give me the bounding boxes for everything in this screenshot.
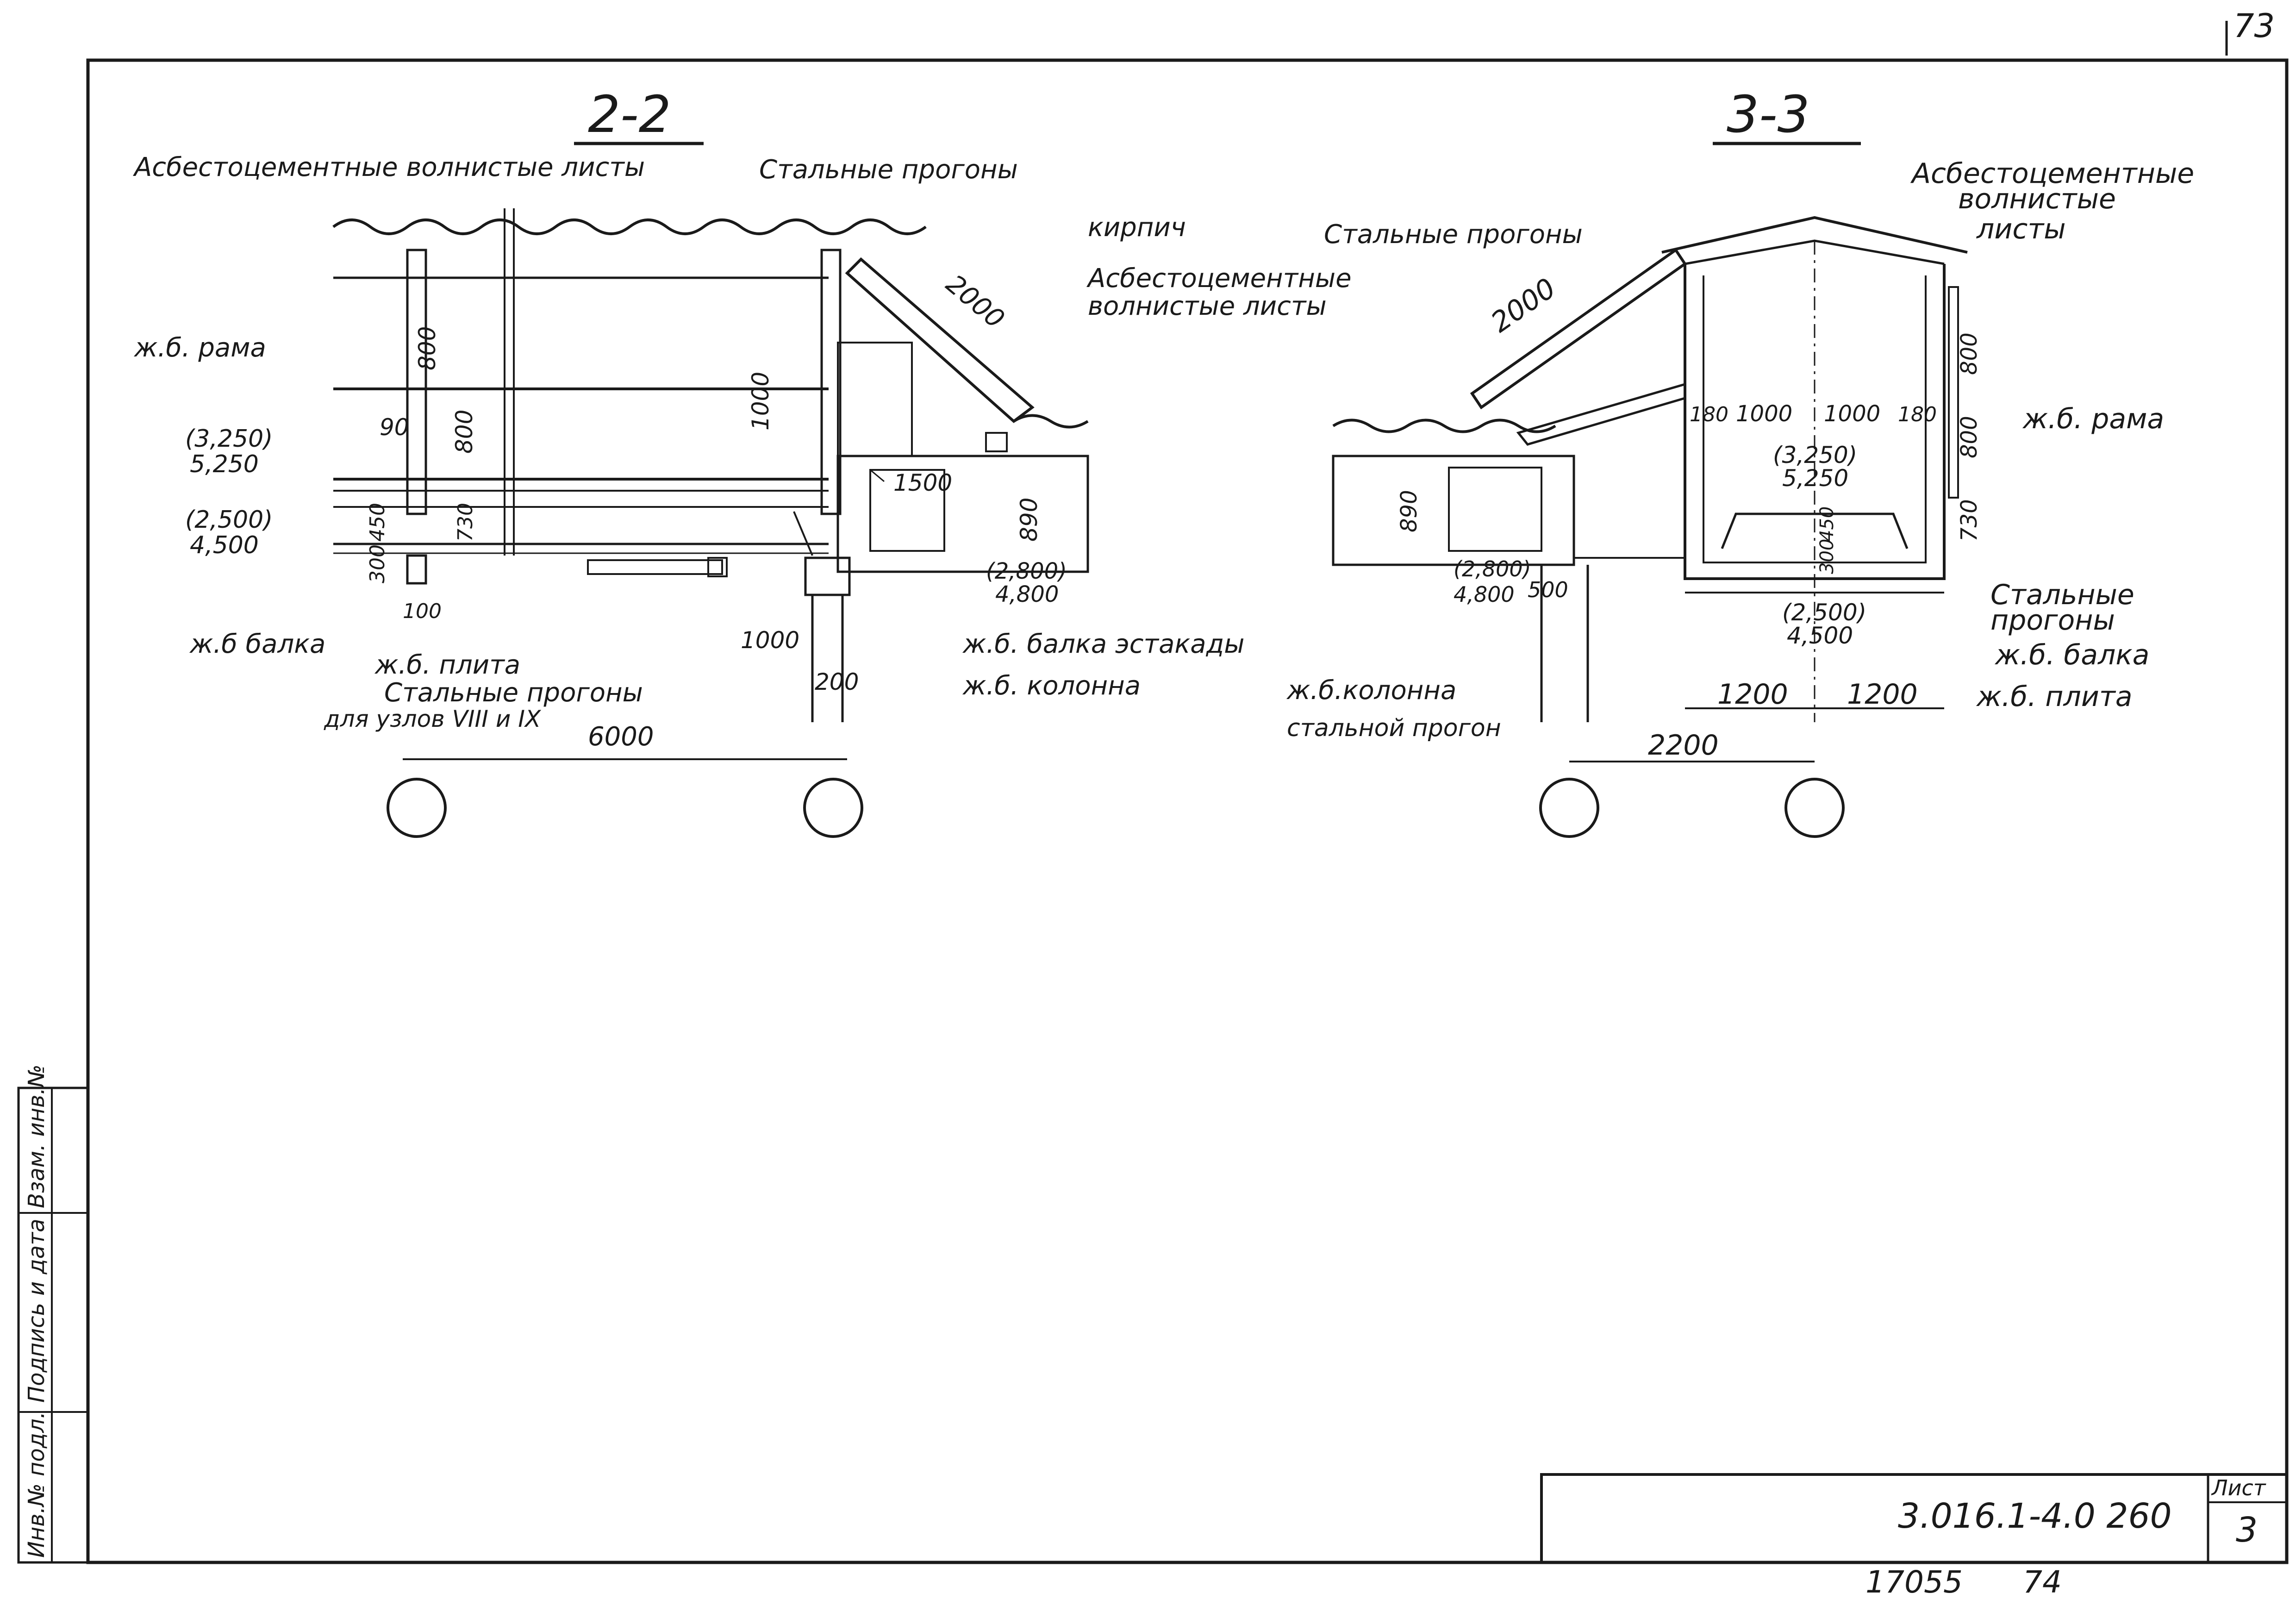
s22-rc-beam-overpass: ж.б. балка эстакады xyxy=(962,629,1245,659)
s33-steel-purlins-r2: прогоны xyxy=(1990,604,2115,637)
s33-dim-730: 730 xyxy=(1956,499,1982,542)
s22-dim-1000b: 1000 xyxy=(741,627,799,654)
sheet-frame xyxy=(86,58,2289,1564)
s22-rc-frame: ж.б. рама xyxy=(133,333,266,363)
doc-code: 3.016.1-4.0 260 xyxy=(1898,1496,2172,1536)
s33-dim-890: 890 xyxy=(1396,490,1422,532)
s33-asbestos-2: волнистые xyxy=(1958,183,2116,215)
s33-dim-800b: 800 xyxy=(1956,416,1982,458)
footer-number: 74 xyxy=(2023,1564,2062,1600)
s33-asbestos-sheets-2: волнистые листы xyxy=(1088,314,1092,315)
section-3-3-title: 3-3 xyxy=(1727,85,1810,144)
s22-dim-890: 890 xyxy=(1016,498,1042,542)
s33-dim-180b: 180 xyxy=(1898,403,1937,426)
top-page-number: 73 xyxy=(2234,7,2275,45)
s22-steel-purlins-nodes-1: Стальные прогоны xyxy=(384,678,643,708)
s33-dim-180a: 180 xyxy=(1690,403,1728,426)
title-block: Лист 3.016.1-4.0 260 3 xyxy=(1540,1473,2288,1564)
s22-rc-beam: ж.б балка xyxy=(189,629,325,659)
s33-dim-2200: 2200 xyxy=(1648,729,1719,762)
s22-asbestos-2-line1: Асбестоцементные xyxy=(1086,263,1352,294)
s22-dim-800a: 800 xyxy=(414,326,441,370)
s33-rc-frame: ж.б. рама xyxy=(2022,403,2164,435)
s33-dim-800a: 800 xyxy=(1956,332,1982,375)
s33-elev-2b: 4,800 xyxy=(1454,582,1515,607)
s22-elev-3a: (2,800) xyxy=(986,558,1067,584)
s33-asbestos-3: листы xyxy=(1976,213,2066,245)
s33-dim-1200a: 1200 xyxy=(1717,678,1788,711)
s22-dim-300: 300 xyxy=(366,544,389,583)
s22-dim-800b: 800 xyxy=(451,410,478,454)
s22-dim-6000: 6000 xyxy=(588,722,654,752)
s33-dim-1000b: 1000 xyxy=(1824,401,1880,427)
s33-dim-450: 450 xyxy=(1816,506,1838,542)
s22-dim-2000: 2000 xyxy=(940,269,1010,334)
stamp-replace-inv: Взам. инв.№ xyxy=(24,1064,50,1208)
s33-elev-1b: 5,250 xyxy=(1782,465,1848,492)
s33-steel-purlins-r1: Стальные xyxy=(1990,579,2134,611)
s22-dim-730: 730 xyxy=(454,503,477,542)
s22-dim-200: 200 xyxy=(815,668,859,695)
s22-brick: кирпич xyxy=(1088,212,1186,243)
s22-rc-column: ж.б. колонна xyxy=(962,671,1141,701)
sheet-number: 3 xyxy=(2236,1510,2258,1550)
s22-dim-100: 100 xyxy=(403,600,442,623)
s22-asbestos-sheets: Асбестоцементные волнистые листы xyxy=(133,152,645,182)
s22-asbestos-2-line2: волнистые листы xyxy=(1088,291,1327,321)
s22-rc-slab: ж.б. плита xyxy=(374,650,520,680)
s33-asbestos-1: Асбестоцементные xyxy=(1910,157,2194,190)
s22-elev-1b: 5,250 xyxy=(190,450,259,478)
s22-elev-1a: (3,250) xyxy=(185,425,273,453)
section-3-3: 3-3 Асбестоцементные волнистые xyxy=(1087,85,2194,838)
s33-rc-slab: ж.б. плита xyxy=(1976,681,2133,713)
s22-dim-1500: 1500 xyxy=(893,469,952,496)
s33-dim-300: 300 xyxy=(1816,539,1838,574)
s22-elev-2a: (2,500) xyxy=(185,506,273,534)
s33-dim-1000a: 1000 xyxy=(1736,401,1792,427)
side-stamp: Взам. инв.№ Подпись и дата Инв.№ подл. xyxy=(17,1064,89,1564)
s33-dim-2000: 2000 xyxy=(1485,272,1561,339)
s33-dim-500: 500 xyxy=(1528,577,1568,602)
s33-elev-3b: 4,500 xyxy=(1787,622,1853,649)
s22-dim-1000: 1000 xyxy=(747,372,774,431)
footer-code: 17055 xyxy=(1866,1564,1963,1600)
stamp-sign-date: Подпись и дата xyxy=(24,1218,50,1403)
section-2-2: 2-2 xyxy=(133,85,1352,838)
s22-elev-2b: 4,500 xyxy=(190,531,259,559)
s33-asbestos-sheets-1: Асбестоцементные xyxy=(1087,286,1093,287)
stamp-inv-no: Инв.№ подл. xyxy=(24,1412,50,1558)
s22-steel-purlins: Стальные прогоны xyxy=(759,155,1018,185)
s22-dim-90: 90 xyxy=(380,414,409,441)
s33-elev-1a: (3,250) xyxy=(1773,442,1857,468)
s22-steel-purlins-nodes-2: для узлов VIII и IX xyxy=(324,706,542,732)
s33-rc-beam: ж.б. балка xyxy=(1994,639,2149,671)
s33-elev-2a: (2,800) xyxy=(1454,556,1531,581)
section-2-2-title: 2-2 xyxy=(588,85,671,144)
sheet-label: Лист xyxy=(2211,1475,2266,1500)
s22-dim-450: 450 xyxy=(366,503,389,542)
s33-rc-column: ж.б.колонна xyxy=(1286,675,1456,706)
s33-dim-1200b: 1200 xyxy=(1847,678,1918,711)
s22-elev-3b: 4,800 xyxy=(995,581,1059,607)
s33-elev-3a: (2,500) xyxy=(1782,599,1866,626)
s33-steel-purlin: стальной прогон xyxy=(1287,714,1501,742)
s33-steel-purlins: Стальные прогоны xyxy=(1324,219,1583,250)
